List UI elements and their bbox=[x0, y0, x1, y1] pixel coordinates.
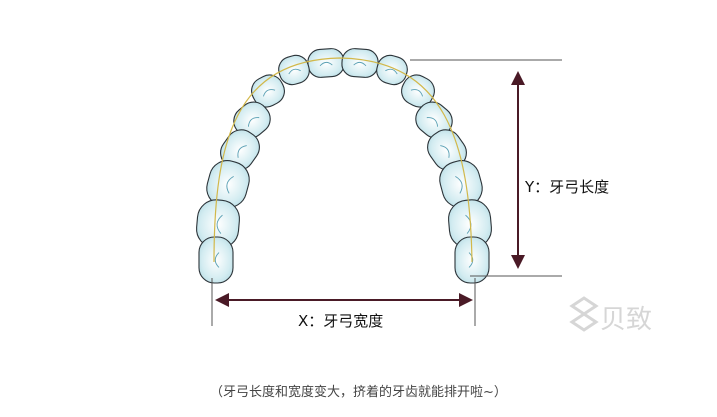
tooth-groove bbox=[468, 252, 474, 268]
tooth-groove bbox=[385, 68, 398, 75]
caption-text: （牙弓长度和宽度变大，挤着的牙齿就能排开啦~） bbox=[210, 384, 507, 400]
y-length-label: Y：牙弓长度 bbox=[524, 178, 609, 196]
tooth-groove bbox=[226, 176, 234, 194]
tooth-groove bbox=[440, 145, 450, 158]
logo-icon bbox=[569, 296, 599, 332]
watermark-text: 贝致 bbox=[600, 305, 652, 335]
tooth bbox=[376, 54, 408, 86]
tooth-groove bbox=[247, 117, 260, 127]
tooth-groove bbox=[353, 61, 367, 67]
tooth bbox=[307, 48, 345, 78]
tooth bbox=[198, 236, 234, 284]
tooth bbox=[341, 48, 379, 78]
tooth-groove bbox=[288, 68, 301, 75]
tooth bbox=[401, 74, 435, 108]
tooth-groove bbox=[426, 117, 439, 127]
arch-curve bbox=[213, 57, 473, 263]
tooth-groove bbox=[214, 252, 220, 268]
teeth-group bbox=[196, 48, 492, 284]
x-width-label: X：牙弓宽度 bbox=[298, 312, 383, 330]
watermark-logo: 贝致 bbox=[569, 296, 652, 335]
tooth-groove bbox=[319, 61, 333, 67]
tooth-groove bbox=[455, 176, 463, 194]
tooth-groove bbox=[216, 214, 223, 234]
tooth-groove bbox=[262, 89, 276, 97]
tooth bbox=[251, 74, 285, 108]
tooth-groove bbox=[237, 145, 247, 158]
tooth-groove bbox=[410, 89, 424, 97]
